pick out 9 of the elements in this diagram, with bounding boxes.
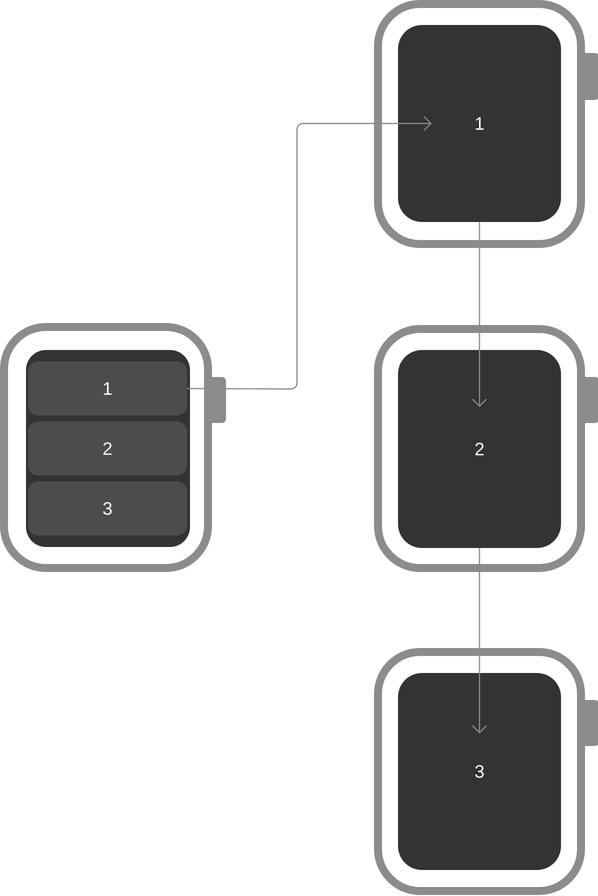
arrow bbox=[472, 548, 487, 734]
watch-screen: 2 bbox=[398, 350, 561, 548]
list-row: 1 bbox=[28, 362, 187, 416]
list-row: 3 bbox=[28, 482, 187, 536]
list-row: 2 bbox=[28, 422, 187, 476]
arrow bbox=[472, 222, 487, 407]
arrow bbox=[187, 116, 432, 390]
watch-screen: 1 bbox=[398, 25, 561, 222]
watch-screen: 3 bbox=[398, 673, 561, 870]
